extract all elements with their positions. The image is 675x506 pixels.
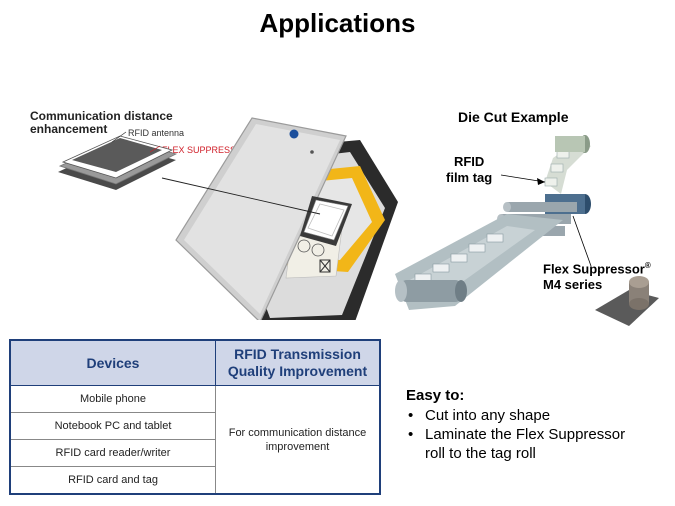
quality-line-1: For communication distance <box>228 426 367 439</box>
quality-column-header: RFID Transmission Quality Improvement <box>215 339 381 386</box>
die-cut-illustration <box>395 135 659 326</box>
heading-line-1: Communication distance <box>30 109 173 123</box>
quality-cell: For communication distance improvement <box>215 385 381 495</box>
phone-antenna-illustration <box>58 117 398 320</box>
list-item-line-1: Laminate the Flex Suppressor <box>425 426 626 443</box>
table-header-row: Devices RFID Transmission Quality Improv… <box>9 339 381 386</box>
rfid-antenna-label: RFID antenna <box>128 128 185 138</box>
device-cell: Notebook PC and tablet <box>9 412 216 440</box>
list-item: Laminate the Flex Suppressor roll to the… <box>406 425 625 463</box>
device-cell: RFID card reader/writer <box>9 439 216 467</box>
easy-to-heading: Easy to: <box>406 387 465 404</box>
die-cut-title: Die Cut Example <box>458 109 569 125</box>
flex-suppressor-text: FLEX SUPPRESSOR <box>162 145 250 155</box>
easy-to-list: Cut into any shape Laminate the Flex Sup… <box>406 406 625 463</box>
list-item-line-2: roll to the tag roll <box>425 445 536 462</box>
registered-mark: ® <box>644 261 651 270</box>
flex-suppressor-m4-label: Flex Suppressor® M4 series <box>543 258 651 293</box>
table-row: Mobile phone For communication distance … <box>9 385 381 495</box>
layer-stack-diagram <box>58 135 178 190</box>
flex-suppressor-roll <box>595 276 659 326</box>
devices-column-header: Devices <box>9 339 216 386</box>
quality-line-2: improvement <box>265 440 330 453</box>
easy-to-section: Easy to: Cut into any shape Laminate the… <box>406 387 625 463</box>
table-row: RFID card reader/writer <box>9 439 380 467</box>
list-item: Cut into any shape <box>406 406 625 425</box>
flex-m4-line-2: M4 series <box>543 277 603 293</box>
conveyor-tags <box>414 233 504 283</box>
table-row: RFID card and tag <box>9 466 380 495</box>
rfid-line-1: RFID <box>453 154 485 169</box>
communication-distance-heading: Communication distance enhancement <box>30 110 173 136</box>
quality-header-line-2: Quality Improvement <box>227 363 368 379</box>
devices-table: Devices RFID Transmission Quality Improv… <box>9 339 381 495</box>
device-cell: Mobile phone <box>9 385 216 413</box>
heading-line-2: enhancement <box>30 122 108 136</box>
rfid-film-tag-label: RFID film tag <box>446 154 492 186</box>
flex-m4-text: Flex Suppressor <box>543 261 645 277</box>
rfid-line-2: film tag <box>446 170 493 185</box>
flex-m4-line-1: Flex Suppressor® <box>543 258 651 277</box>
device-cell: RFID card and tag <box>9 466 216 495</box>
quality-header-line-1: RFID Transmission <box>234 346 361 362</box>
page-title: Applications <box>259 8 416 38</box>
phone-illustration <box>175 117 398 320</box>
